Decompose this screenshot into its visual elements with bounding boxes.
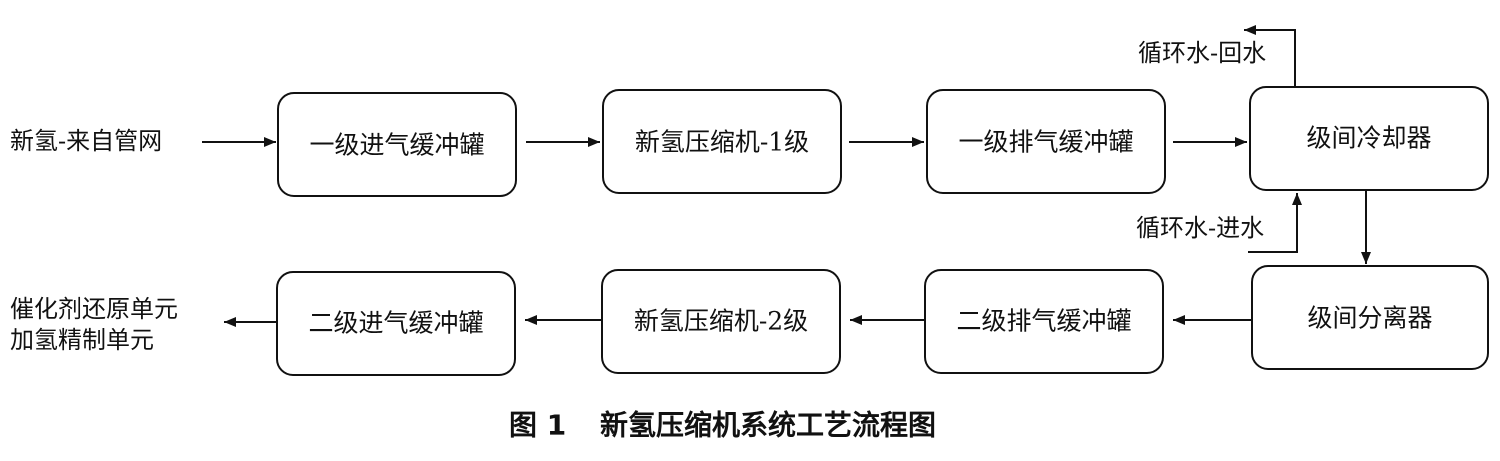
figure-number: 图 1	[509, 409, 566, 442]
cooling-water-supply-label: 循环水-进水	[1136, 214, 1264, 242]
node-label: 新氢压缩机-2级	[634, 307, 808, 336]
node-primary-inlet-buffer-tank: 一级进气缓冲罐	[277, 92, 517, 197]
destination-label-catalyst-reduction: 催化剂还原单元	[10, 295, 178, 323]
node-label: 一级进气缓冲罐	[309, 131, 484, 160]
destination-label-hydrofining: 加氢精制单元	[10, 326, 154, 354]
node-label: 新氢压缩机-1级	[635, 128, 809, 157]
node-interstage-separator: 级间分离器	[1251, 265, 1489, 370]
cooling-water-return-label: 循环水-回水	[1138, 39, 1266, 67]
node-primary-outlet-buffer-tank: 一级排气缓冲罐	[926, 89, 1166, 194]
flow-arrow-cooling-water-supply	[1248, 193, 1302, 253]
source-label: 新氢-来自管网	[10, 127, 162, 155]
node-label: 级间冷却器	[1306, 124, 1431, 153]
node-label: 二级排气缓冲罐	[956, 307, 1131, 336]
node-label: 一级排气缓冲罐	[958, 128, 1133, 157]
node-compressor-stage-2: 新氢压缩机-2级	[601, 269, 841, 374]
node-label: 二级进气缓冲罐	[308, 309, 483, 338]
flow-arrow-cooling-water-return	[1244, 25, 1296, 87]
node-intercooler: 级间冷却器	[1249, 86, 1489, 191]
node-label: 级间分离器	[1307, 304, 1432, 333]
figure-title: 新氢压缩机系统工艺流程图	[600, 409, 936, 442]
node-compressor-stage-1: 新氢压缩机-1级	[602, 89, 842, 194]
node-secondary-inlet-buffer-tank: 二级进气缓冲罐	[276, 271, 516, 376]
node-secondary-outlet-buffer-tank: 二级排气缓冲罐	[924, 269, 1164, 374]
